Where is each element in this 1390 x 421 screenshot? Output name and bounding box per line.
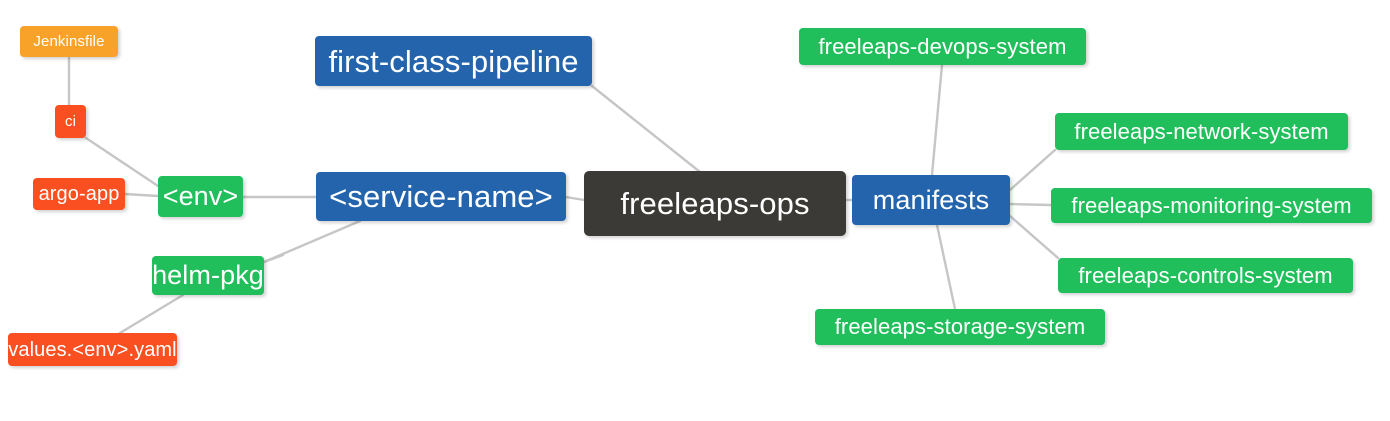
node-service-name[interactable]: <service-name>: [316, 172, 566, 221]
edge-manifests-storage-system: [935, 223, 957, 311]
node-values-yaml[interactable]: values.<env>.yaml: [8, 333, 177, 366]
edge-manifests-monitoring-system: [1008, 202, 1053, 207]
node-freeleaps-network-system[interactable]: freeleaps-network-system: [1055, 113, 1348, 150]
node-manifests[interactable]: manifests: [852, 175, 1010, 225]
node-freeleaps-storage-system-label: freeleaps-storage-system: [834, 314, 1086, 339]
edge-root-service-name: [564, 195, 586, 202]
node-jenkinsfile-label: Jenkinsfile: [33, 33, 105, 50]
node-freeleaps-network-system-label: freeleaps-network-system: [1074, 118, 1329, 144]
edge-root-first-class-pipeline: [590, 84, 702, 174]
node-helm-pkg-label: helm-pkg: [152, 260, 264, 290]
edge-helm-pkg-values-yaml: [118, 293, 185, 335]
node-freeleaps-ops[interactable]: freeleaps-ops: [584, 171, 846, 236]
node-helm-pkg[interactable]: helm-pkg: [152, 256, 264, 295]
node-freeleaps-monitoring-system-label: freeleaps-monitoring-system: [1071, 192, 1352, 218]
node-jenkinsfile[interactable]: Jenkinsfile: [20, 26, 118, 57]
node-first-class-pipeline[interactable]: first-class-pipeline: [315, 36, 592, 86]
edge-manifests-controls-system: [1008, 214, 1060, 260]
node-env-label: <env>: [162, 181, 239, 211]
edge-manifests-network-system: [1008, 148, 1057, 192]
node-manifests-label: manifests: [872, 184, 990, 215]
node-service-name-label: <service-name>: [329, 179, 553, 214]
node-freeleaps-controls-system[interactable]: freeleaps-controls-system: [1058, 258, 1353, 293]
edge-helm-pkg-stub: [262, 253, 285, 264]
node-argo-app[interactable]: argo-app: [33, 178, 125, 210]
node-values-yaml-label: values.<env>.yaml: [8, 338, 177, 361]
edge-manifests-devops-system: [930, 63, 944, 177]
node-freeleaps-monitoring-system[interactable]: freeleaps-monitoring-system: [1051, 188, 1372, 223]
node-ci[interactable]: ci: [55, 105, 86, 138]
node-freeleaps-devops-system[interactable]: freeleaps-devops-system: [799, 28, 1086, 65]
node-freeleaps-storage-system[interactable]: freeleaps-storage-system: [815, 309, 1105, 345]
node-ci-label: ci: [64, 113, 77, 130]
node-freeleaps-ops-label: freeleaps-ops: [620, 186, 810, 221]
node-env[interactable]: <env>: [158, 176, 243, 217]
node-first-class-pipeline-label: first-class-pipeline: [328, 43, 579, 79]
node-argo-app-label: argo-app: [38, 183, 120, 205]
edge-service-name-helm-pkg: [262, 219, 362, 264]
edge-env-argo-app: [123, 192, 160, 198]
node-freeleaps-devops-system-label: freeleaps-devops-system: [818, 33, 1067, 59]
node-freeleaps-controls-system-label: freeleaps-controls-system: [1078, 262, 1333, 288]
